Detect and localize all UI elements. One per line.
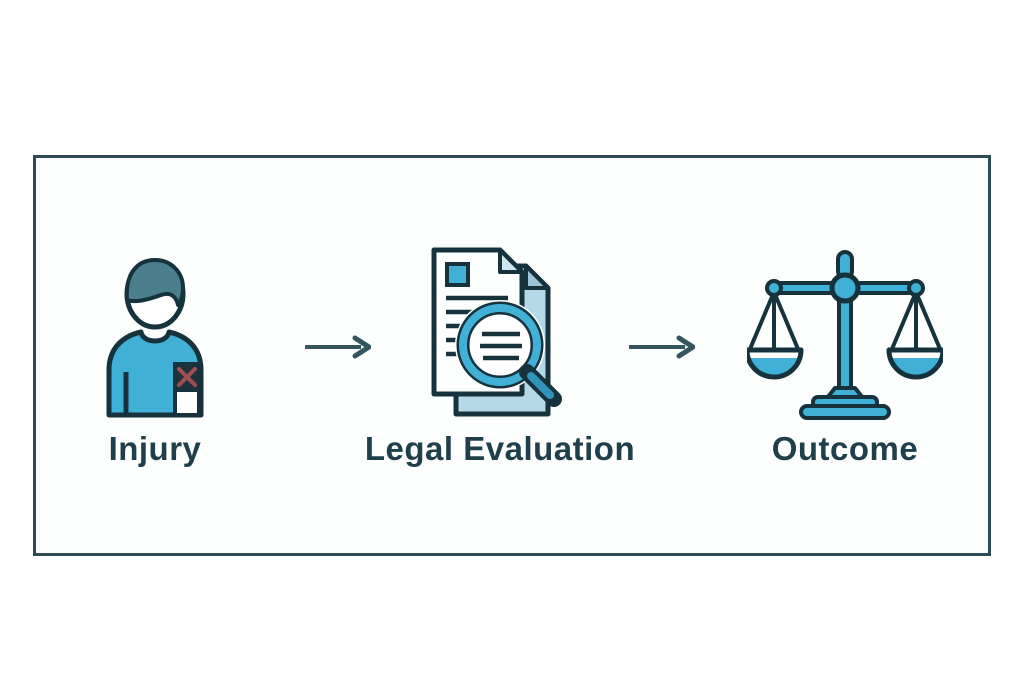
scales-of-justice-icon [747,250,943,420]
lens-lines [480,331,522,361]
center-hub [829,272,861,304]
arrow-head [352,335,372,359]
left-pan-outline [747,347,804,380]
step-legal-evaluation: Legal Evaluation [360,246,640,468]
injured-person-icon [106,258,204,418]
bullet-square [445,262,470,287]
arrow-right-icon [629,335,696,359]
right-pan-outline [886,347,943,380]
step-label-legal-evaluation: Legal Evaluation [364,430,636,467]
beam-end-right [907,279,925,297]
document-magnifier-icon [431,247,562,417]
right-pan-strings [890,291,942,350]
arrow-right-icon [303,335,372,364]
step-outcome: Outcome [705,250,985,468]
back-page-fold [524,264,550,290]
document-magnifier-icon [430,246,570,422]
left-pan-strings [748,291,800,350]
wound-mark [177,367,197,387]
arrow-head [676,335,696,359]
bandage [173,388,201,417]
arrow-right-icon [627,335,696,364]
injured-person-icon [99,250,211,418]
front-page-fold [498,248,524,274]
hair-shape [124,258,185,307]
base-bottom [799,404,891,420]
magnifier-rim [459,304,541,386]
scales-of-justice-icon [747,250,943,420]
step-injury: Injury [35,250,275,468]
step-label-injury: Injury [108,430,202,467]
step-label-outcome: Outcome [771,430,919,467]
magnifier-handle [527,372,554,399]
beam-end-left [765,279,783,297]
arrow-right-icon [305,335,372,359]
